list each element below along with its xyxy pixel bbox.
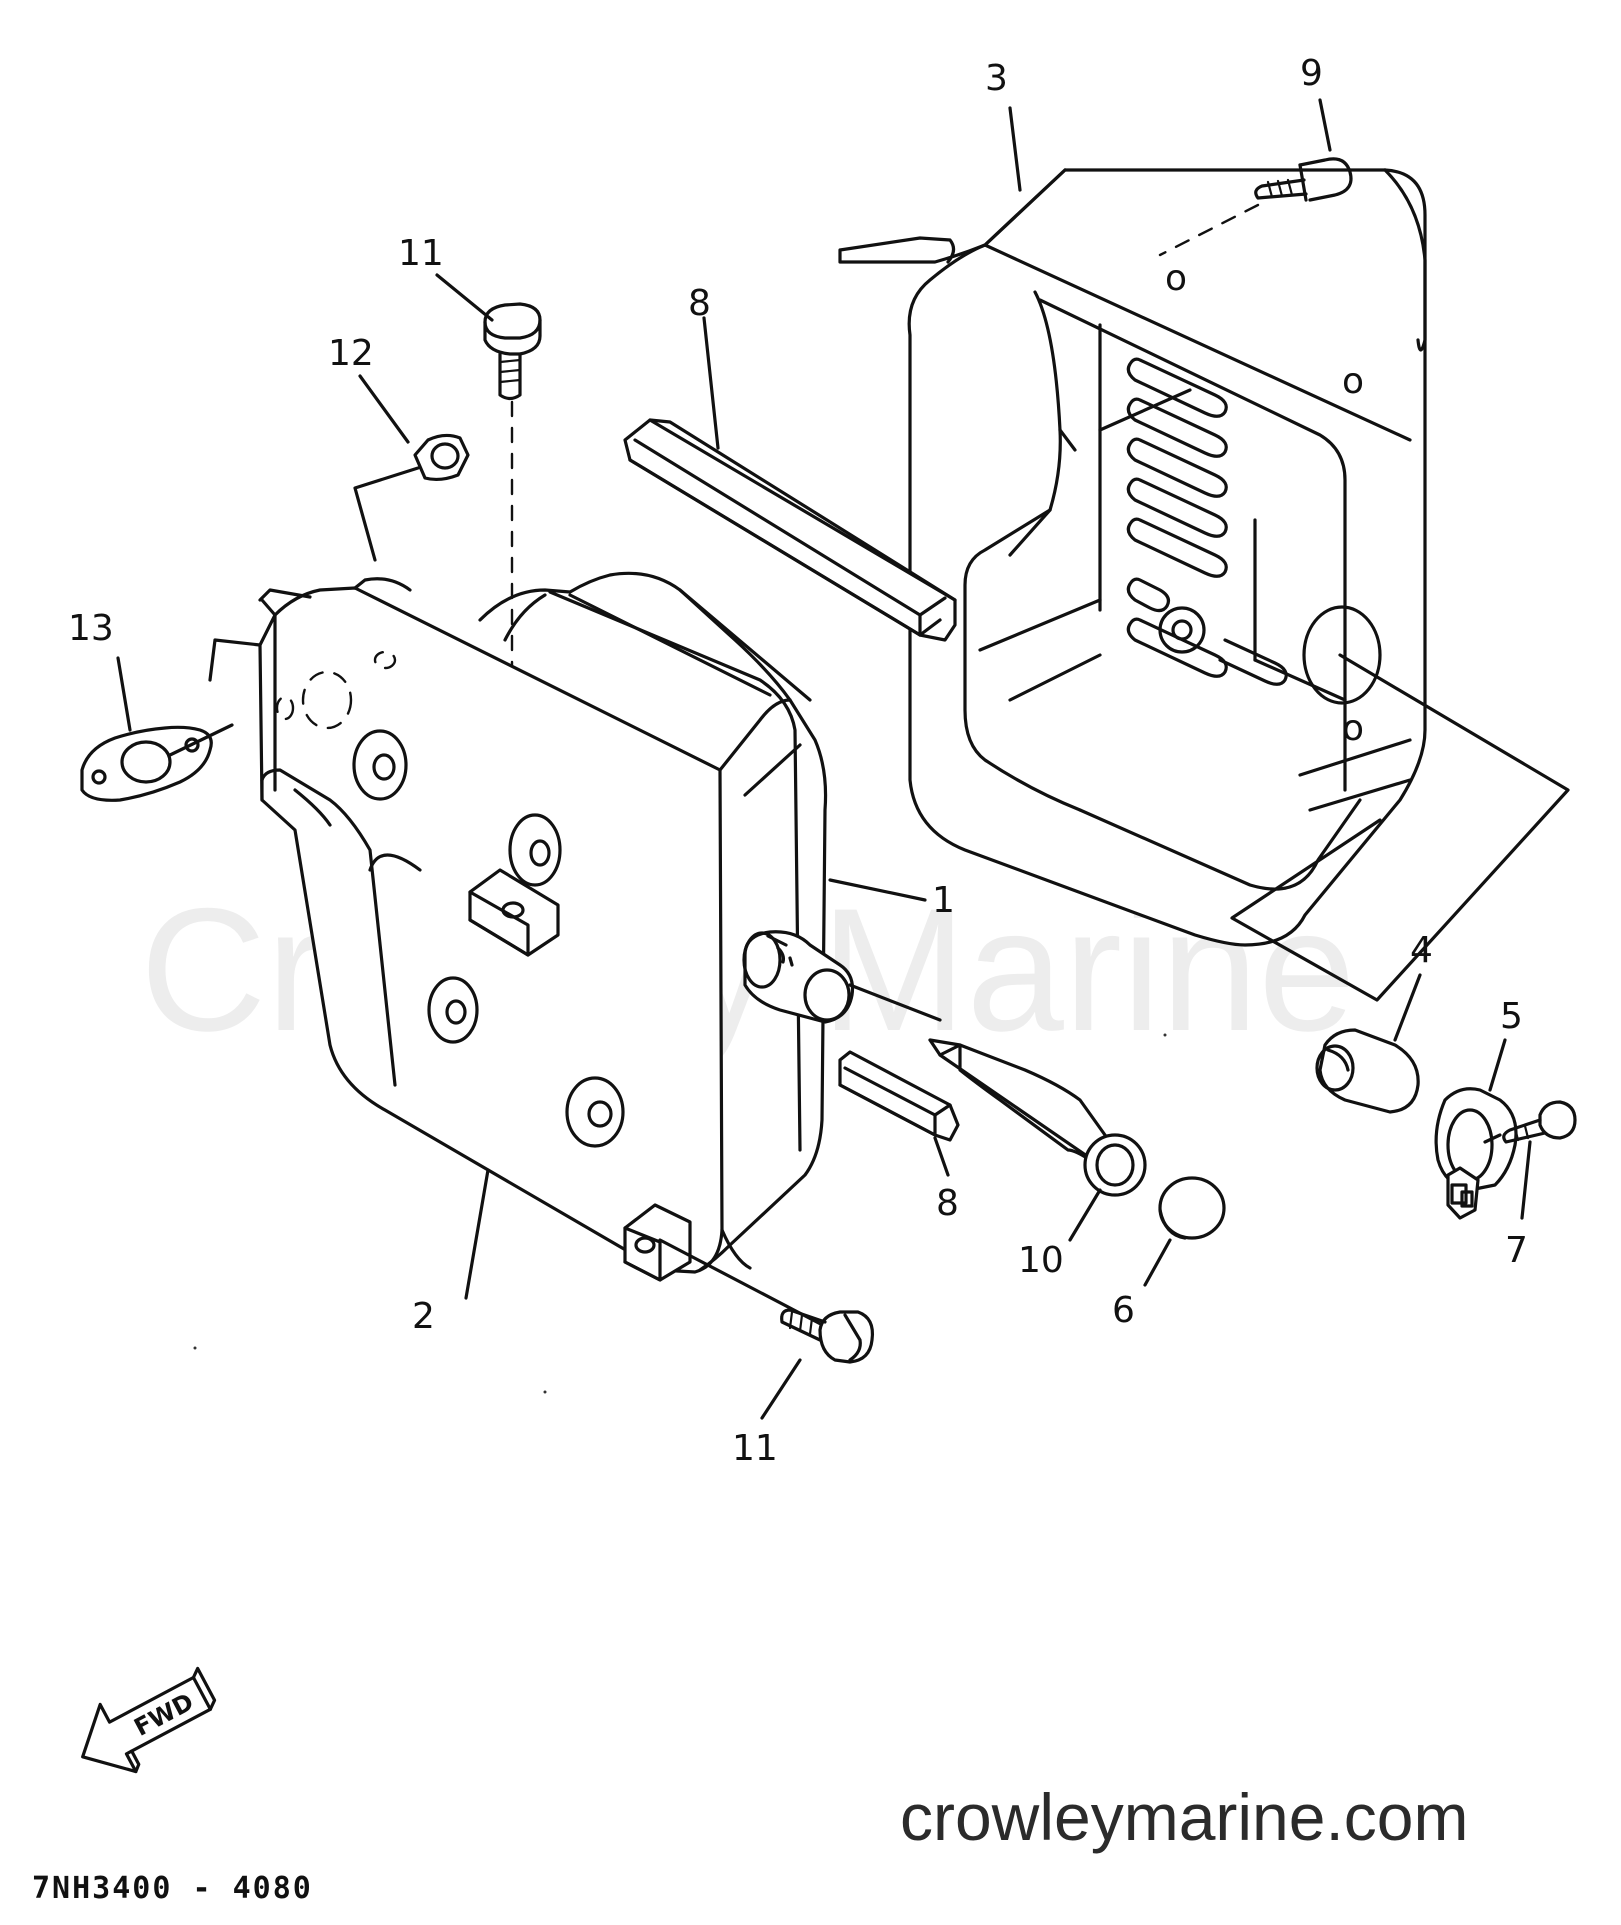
- part-1-muffler-body[interactable]: [208, 571, 855, 1282]
- callout-10[interactable]: 10: [1018, 1240, 1064, 1281]
- callout-5[interactable]: 5: [1500, 996, 1523, 1037]
- part-8-rubber-seal-lower[interactable]: [838, 1050, 960, 1142]
- callout-6[interactable]: 6: [1112, 1290, 1135, 1331]
- callout-2[interactable]: 2: [412, 1296, 435, 1337]
- part-12-nut[interactable]: [413, 433, 470, 482]
- callout-11-lower[interactable]: 11: [732, 1428, 778, 1469]
- callout-12[interactable]: 12: [328, 333, 374, 374]
- part-3-muffler-cover[interactable]: o o o: [838, 168, 1427, 947]
- drawing-code: 7NH3400 - 4080: [32, 1871, 313, 1906]
- part-8-rubber-seal-upper[interactable]: [623, 418, 957, 642]
- svg-text:o: o: [1342, 708, 1364, 749]
- part-6-cap[interactable]: [1158, 1176, 1226, 1240]
- site-url[interactable]: crowleymarine.com: [900, 1780, 1468, 1854]
- part-7-screw[interactable]: [1502, 1100, 1577, 1144]
- svg-text:o: o: [1165, 258, 1187, 299]
- fwd-arrow-icon: FWD: [81, 1666, 217, 1774]
- callout-1[interactable]: 1: [932, 880, 955, 921]
- callout-3[interactable]: 3: [985, 58, 1008, 99]
- part-5-hose-clamp[interactable]: [1434, 1087, 1518, 1220]
- part-11-bolt-upper[interactable]: [483, 302, 542, 401]
- part-4-grommet[interactable]: [1315, 1028, 1420, 1114]
- callout-13[interactable]: 13: [68, 608, 114, 649]
- louver-slots: [1126, 357, 1288, 686]
- part-11-bolt-lower[interactable]: [780, 1308, 875, 1364]
- part-9-bolt[interactable]: [1254, 157, 1353, 202]
- part-10-exhaust-pipe[interactable]: [928, 1038, 1147, 1197]
- callout-9[interactable]: 9: [1300, 53, 1323, 94]
- callout-8-lower[interactable]: 8: [936, 1183, 959, 1224]
- callout-4[interactable]: 4: [1410, 930, 1433, 971]
- part-13-gasket[interactable]: [80, 725, 213, 802]
- svg-text:o: o: [1342, 361, 1364, 402]
- callout-7[interactable]: 7: [1505, 1230, 1528, 1271]
- callout-11-upper[interactable]: 11: [398, 233, 444, 274]
- callout-8-upper[interactable]: 8: [688, 283, 711, 324]
